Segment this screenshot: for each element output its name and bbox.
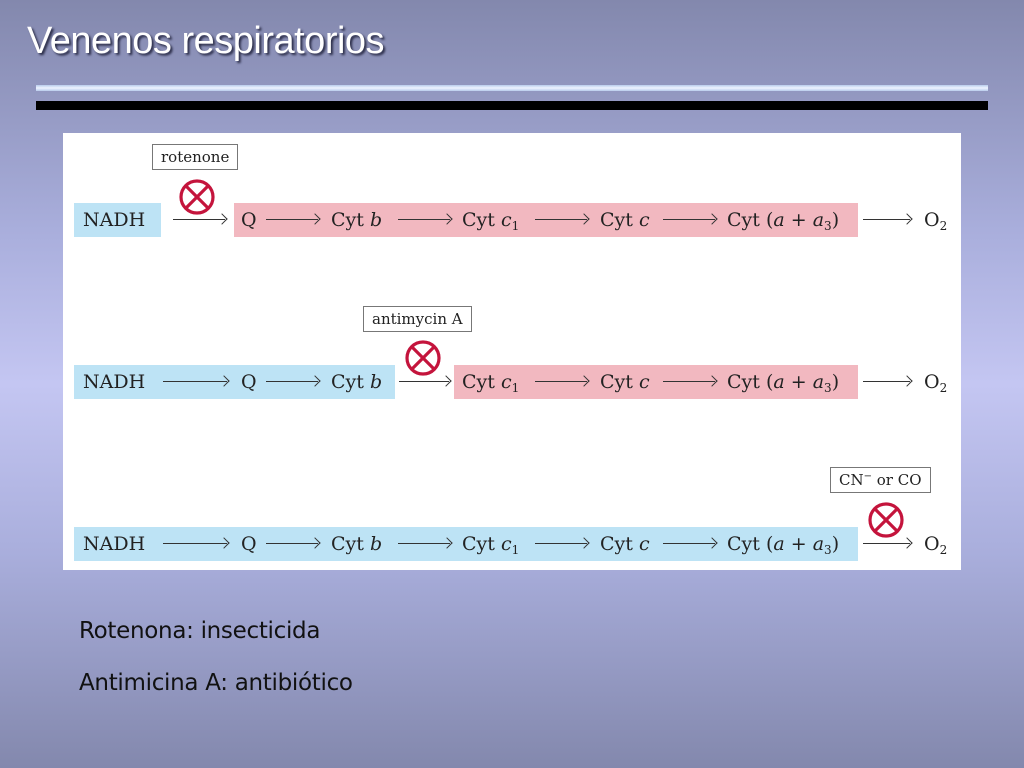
active-segment [74, 527, 858, 561]
node-q: Q [241, 209, 257, 231]
node-nadh: NADH [83, 371, 146, 393]
node-nadh: NADH [83, 533, 146, 555]
node-q: Q [241, 371, 257, 393]
node-cyt-b: Cyt b [331, 371, 383, 393]
node-nadh: NADH [83, 209, 146, 231]
title-rule-light [36, 85, 988, 91]
inhibition-block-icon [405, 340, 441, 376]
node-cyt-b: Cyt b [331, 209, 383, 231]
arrow [663, 219, 715, 220]
chain-row-antimycin: NADH Q Cyt b Cyt c1 Cyt c Cyt (a + a3) O… [63, 365, 961, 399]
caption-rotenone: Rotenona: insecticida [79, 618, 321, 644]
node-cyt-aa3: Cyt (a + a3) [727, 209, 840, 233]
node-cyt-c: Cyt c [600, 371, 650, 393]
node-cyt-c: Cyt c [600, 533, 650, 555]
node-o2: O2 [924, 371, 948, 395]
caption-antimycin: Antimicina A: antibiótico [79, 670, 353, 696]
arrow [398, 219, 450, 220]
active-segment [74, 203, 161, 237]
arrow [163, 381, 227, 382]
blocked-segment [454, 365, 858, 399]
inhibitor-label-cyanide: CN− or CO [830, 467, 931, 493]
arrow [398, 543, 450, 544]
arrow [266, 543, 318, 544]
inhibition-block-icon [868, 502, 904, 538]
arrow [863, 381, 910, 382]
node-o2: O2 [924, 533, 948, 557]
arrow [535, 543, 587, 544]
node-cyt-c: Cyt c [600, 209, 650, 231]
node-cyt-c1: Cyt c1 [462, 371, 520, 395]
electron-transport-diagram: NADH Q Cyt b Cyt c1 Cyt c Cyt (a + a3) O… [63, 133, 961, 570]
blocked-segment [234, 203, 858, 237]
arrow [663, 381, 715, 382]
inhibitor-label-rotenone: rotenone [152, 144, 239, 170]
arrow [663, 543, 715, 544]
node-o2: O2 [924, 209, 948, 233]
arrow [535, 381, 587, 382]
arrow [266, 219, 318, 220]
node-cyt-b: Cyt b [331, 533, 383, 555]
node-cyt-aa3: Cyt (a + a3) [727, 371, 840, 395]
inhibitor-label-antimycin: antimycin A [363, 306, 472, 332]
node-cyt-c1: Cyt c1 [462, 209, 520, 233]
arrow [266, 381, 318, 382]
title-rule-dark [36, 101, 988, 110]
chain-row-cyanide: NADH Q Cyt b Cyt c1 Cyt c Cyt (a + a3) O… [63, 527, 961, 561]
node-cyt-aa3: Cyt (a + a3) [727, 533, 840, 557]
arrow [535, 219, 587, 220]
node-q: Q [241, 533, 257, 555]
slide-title: Venenos respiratorios [27, 20, 385, 62]
arrow [173, 219, 225, 220]
arrow [863, 543, 910, 544]
chain-row-rotenone: NADH Q Cyt b Cyt c1 Cyt c Cyt (a + a3) O… [63, 203, 961, 237]
arrow [163, 543, 227, 544]
arrow [399, 381, 449, 382]
arrow [863, 219, 910, 220]
node-cyt-c1: Cyt c1 [462, 533, 520, 557]
active-segment [74, 365, 395, 399]
inhibition-block-icon [179, 179, 215, 215]
